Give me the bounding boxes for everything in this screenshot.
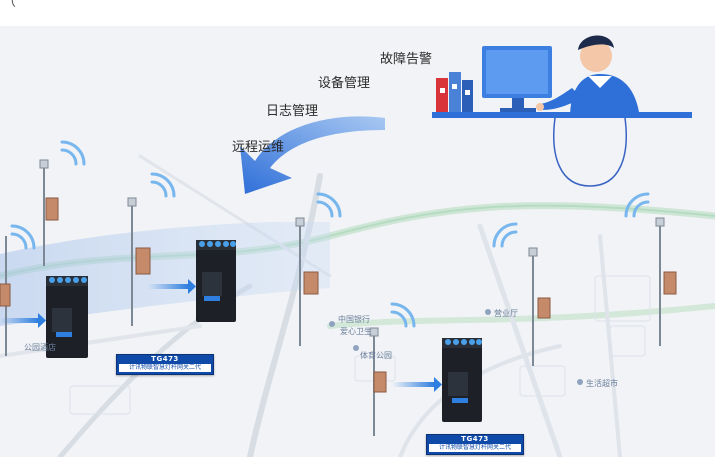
- operator-desk: [432, 35, 692, 187]
- device-description: 计讯物联智慧灯杆网关二代: [429, 444, 521, 452]
- cut-off-caption: （: [2, 0, 16, 10]
- poi-markers: [329, 309, 583, 385]
- device-description: 计讯物联智慧灯杆网关二代: [119, 364, 211, 372]
- map-scene: [0, 35, 715, 457]
- poi-label: 爱心卫生: [340, 327, 372, 336]
- poi-label: 营业厅: [494, 309, 518, 318]
- poi-label: 中国银行: [338, 315, 370, 324]
- workflow-step-log-management: 日志管理: [266, 104, 319, 119]
- device-label-bottom: TG473 计讯物联智慧灯杆网关二代: [426, 434, 524, 455]
- workflow-step-remote-ops: 远程运维: [232, 140, 285, 155]
- top-caption-strip: （: [0, 0, 715, 26]
- gateway-devices: [46, 240, 482, 422]
- workflow-step-fault-alarm: 故障告警: [380, 52, 433, 67]
- poi-label: 体育公园: [360, 351, 392, 360]
- smart-pole-map-illustration: 故障告警 设备管理 日志管理 远程运维 中国银行 爱心卫生 体育公园 营业厅 生…: [0, 26, 715, 457]
- poi-label: 公园酒店: [24, 343, 56, 352]
- wifi-signals: [10, 140, 650, 328]
- light-poles: [0, 159, 677, 436]
- device-label-left: TG473 计讯物联智慧灯杆网关二代: [116, 354, 214, 375]
- workflow-arrow: [240, 116, 385, 194]
- poi-label: 生活超市: [586, 379, 618, 388]
- data-flow-arrows: [0, 279, 442, 392]
- workflow-step-device-management: 设备管理: [318, 76, 371, 91]
- device-model: TG473: [461, 435, 489, 443]
- device-model: TG473: [151, 355, 179, 363]
